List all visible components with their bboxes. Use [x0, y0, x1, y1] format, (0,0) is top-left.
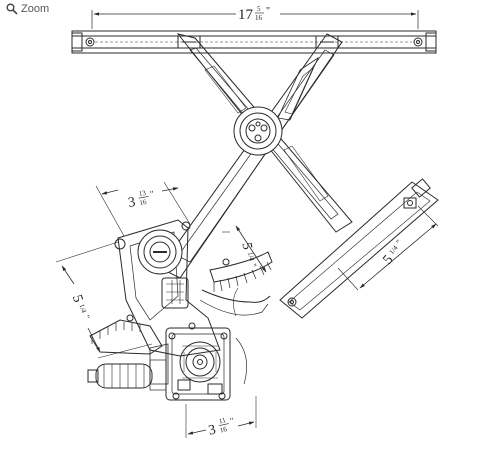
arm-gap-label: 3 13 16 " [127, 189, 155, 211]
svg-text:5: 5 [238, 241, 254, 250]
svg-text:": " [266, 6, 270, 17]
svg-text:13: 13 [138, 189, 147, 198]
svg-text:": " [149, 189, 155, 200]
scissor-arms [159, 33, 353, 279]
svg-text:11: 11 [218, 416, 227, 425]
svg-text:1/4: 1/4 [78, 303, 89, 314]
left-height-label: 5 1/4 " [69, 293, 92, 321]
motor-width-label: 3 11 16 " [207, 415, 235, 439]
zoom-label: Zoom [21, 3, 50, 15]
svg-text:": " [81, 314, 92, 321]
svg-text:16: 16 [255, 14, 263, 22]
top-width-dimension [91, 10, 419, 29]
svg-text:17: 17 [238, 7, 254, 23]
svg-text:": " [394, 237, 404, 246]
svg-text:3: 3 [207, 423, 217, 439]
lower-bracket [114, 219, 230, 357]
zoom-button[interactable]: Zoom [6, 3, 49, 15]
dimension-lines [55, 181, 267, 438]
svg-text:": " [229, 415, 235, 426]
svg-text:5: 5 [69, 293, 85, 304]
top-width-label: 17 5 16 " [238, 5, 270, 23]
motor-assembly [87, 327, 247, 401]
sector-radius-label: 5 1/4 " [238, 241, 259, 269]
sector-gear [89, 251, 273, 355]
svg-text:1/4: 1/4 [246, 251, 256, 262]
svg-text:3: 3 [127, 195, 136, 211]
svg-text:16: 16 [139, 198, 148, 207]
svg-text:16: 16 [219, 425, 228, 434]
top-rail [71, 30, 437, 54]
lower-rail [279, 178, 439, 319]
lower-rail-label: 5 1/4 " [380, 237, 404, 267]
svg-text:": " [248, 263, 259, 269]
svg-text:5: 5 [257, 5, 261, 13]
svg-text:1/4: 1/4 [388, 244, 400, 256]
magnifier-icon [6, 3, 18, 15]
